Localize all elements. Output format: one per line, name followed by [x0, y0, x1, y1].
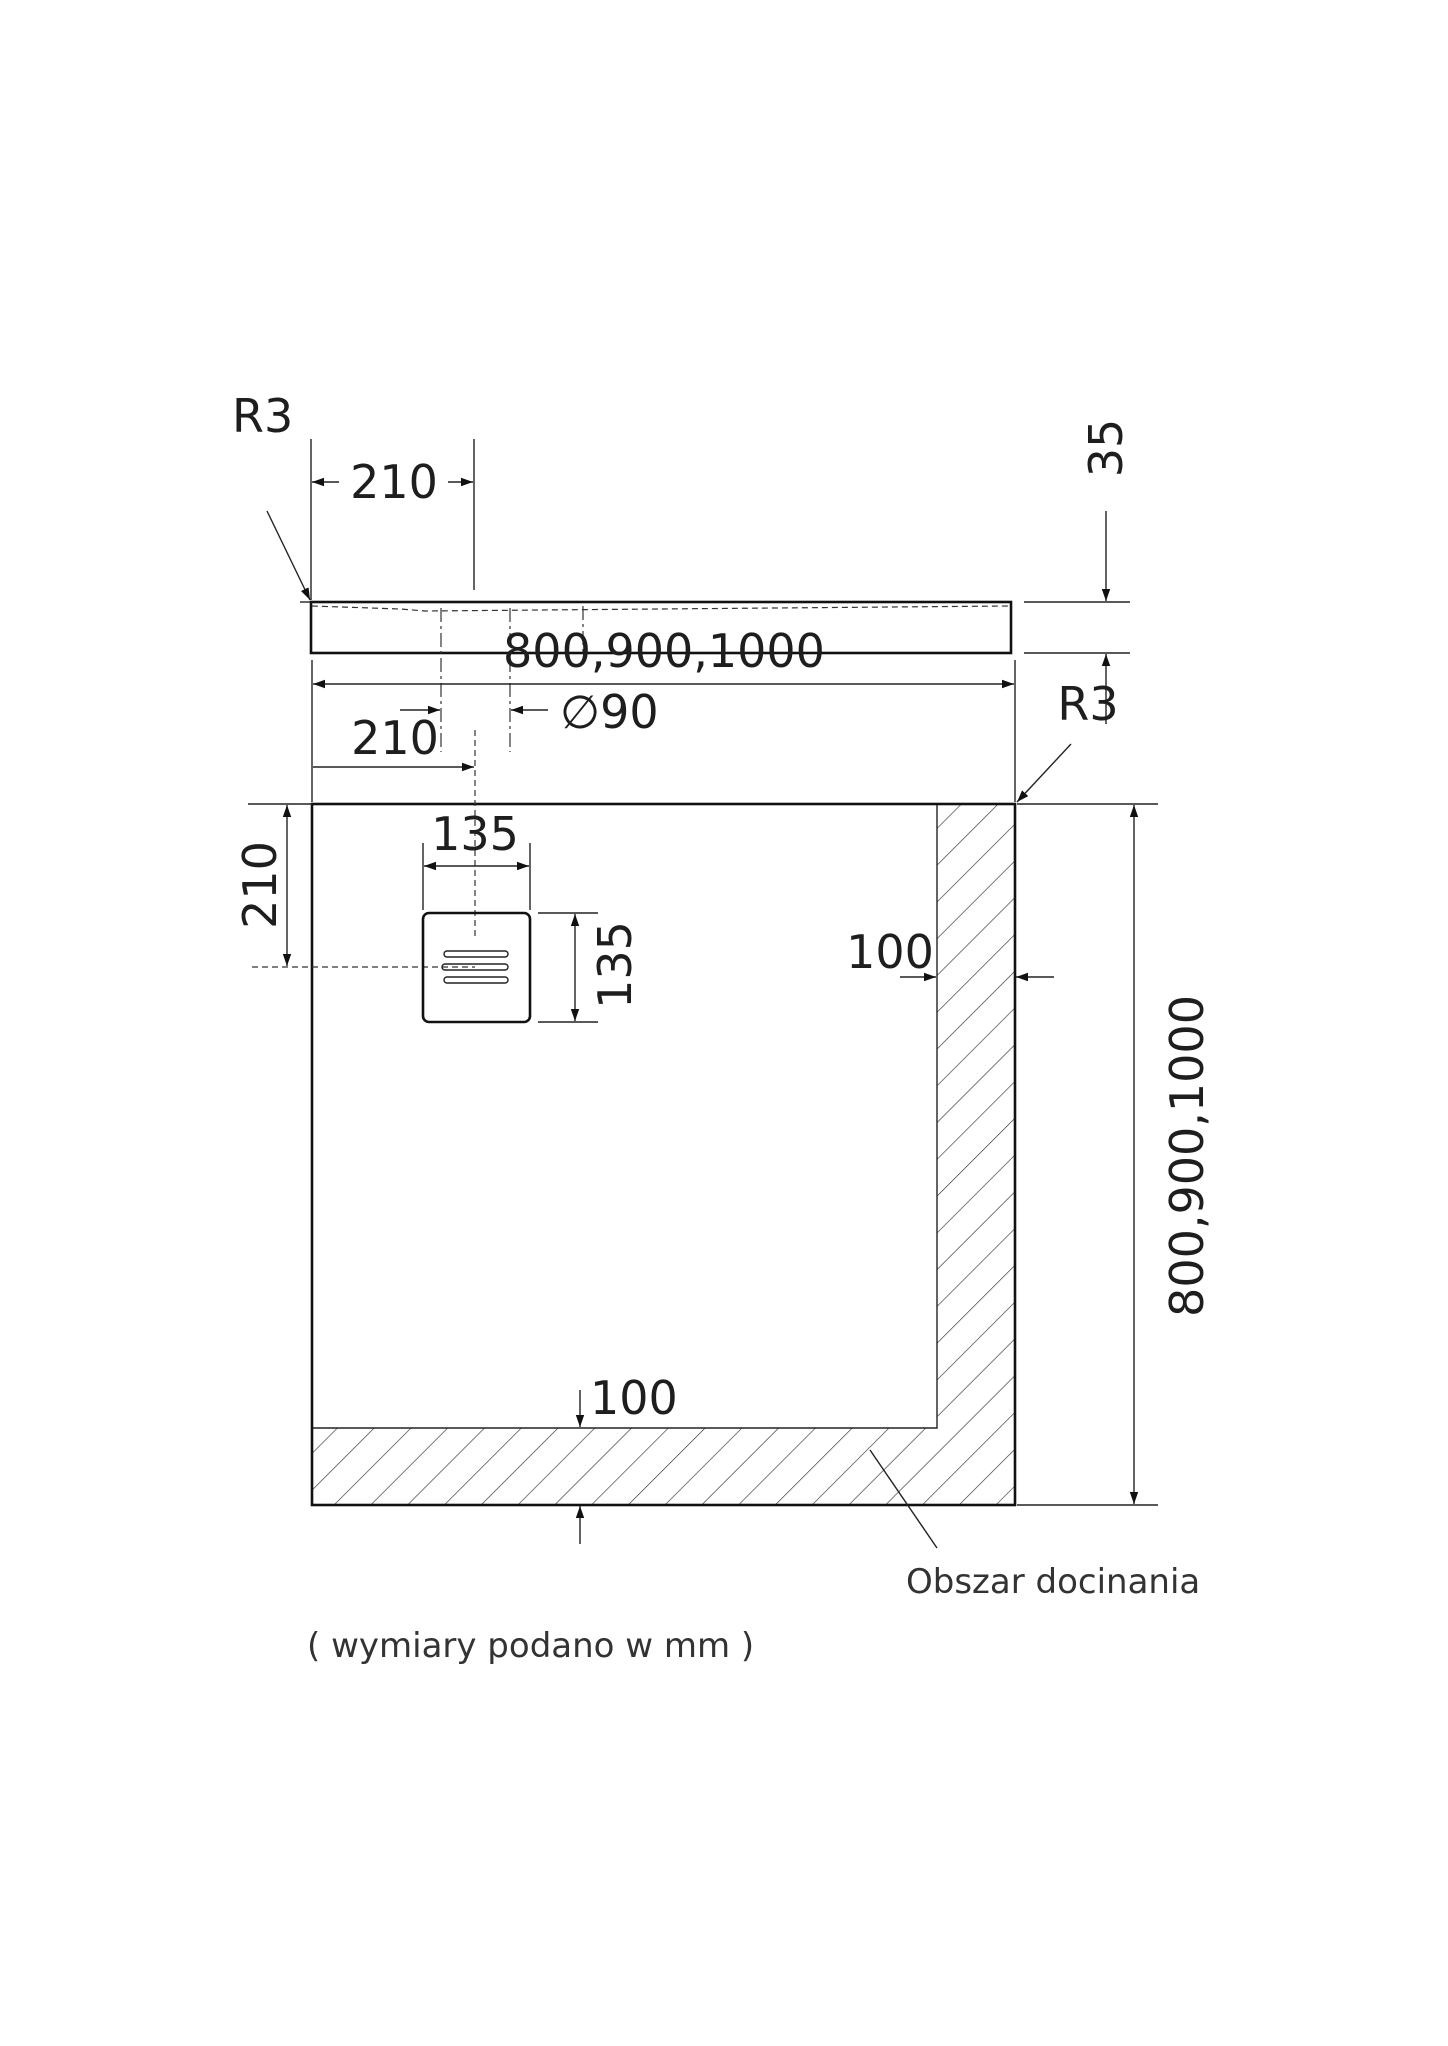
drain-slot	[443, 976, 509, 984]
drain-slot	[443, 950, 509, 958]
trim-area-label: Obszar docinania	[906, 1562, 1200, 1602]
side-view: R3 210 ∅90 35	[232, 389, 1133, 752]
trim-bottom-label: 100	[590, 1371, 678, 1425]
units-footnote: ( wymiary podano w mm )	[307, 1626, 754, 1666]
tray-profile	[309, 600, 1013, 655]
radius-leader	[1016, 743, 1072, 803]
trim-area-leader	[869, 1449, 938, 1549]
width-label: 800,900,1000	[503, 624, 825, 678]
drain-offset-x-label: 210	[351, 711, 439, 765]
depth-label: 800,900,1000	[1160, 995, 1214, 1317]
radius-leader	[266, 510, 311, 601]
side-radius-label: R3	[232, 389, 293, 443]
drain-grate	[421, 911, 532, 1024]
drain-height-label: 135	[588, 921, 642, 1009]
trim-area-boundary	[312, 804, 938, 1429]
drain-width-label: 135	[431, 807, 519, 861]
top-view: 800,900,1000 210 210 135 135 R3 100	[233, 624, 1214, 1602]
drain-offset-y-label: 210	[233, 841, 287, 929]
side-drain-offset-label: 210	[350, 455, 438, 509]
slope-hidden-line	[311, 605, 1009, 612]
trim-right-label: 100	[846, 925, 934, 979]
side-height-label: 35	[1079, 419, 1133, 478]
corner-radius-label: R3	[1057, 677, 1118, 731]
drain-slot	[441, 963, 509, 971]
tray-outline	[310, 802, 1017, 1507]
drain-diameter-label: ∅90	[560, 685, 659, 739]
